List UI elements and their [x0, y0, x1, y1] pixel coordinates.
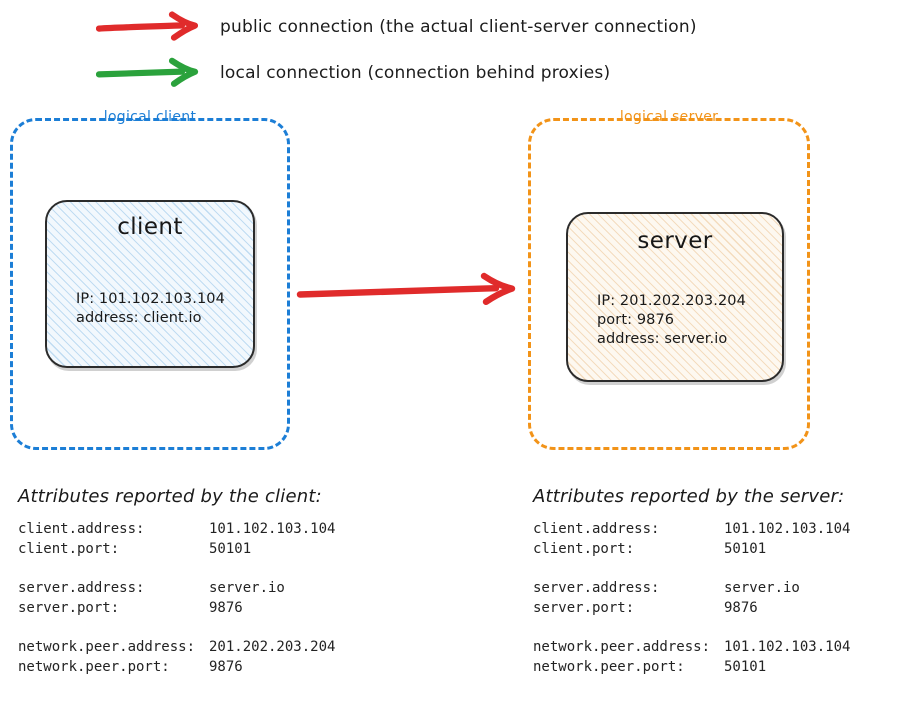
attribute-value: 201.202.203.204 [209, 639, 336, 655]
attribute-key: server.port: [18, 600, 120, 616]
logical-client-container: logical client [10, 109, 290, 450]
attribute-value: server.io [724, 580, 800, 596]
client-node-properties: IP: 101.102.103.104 address: client.io [76, 290, 225, 328]
attribute-value: 9876 [209, 659, 243, 675]
server-node-properties: IP: 201.202.203.204 port: 9876 address: … [597, 292, 746, 349]
attribute-key: client.address: [533, 521, 660, 537]
server-node[interactable]: server IP: 201.202.203.204 port: 9876 ad… [566, 212, 784, 382]
attribute-row: server.address: server.io [533, 578, 900, 598]
attribute-group: client.address: 101.102.103.104 client.p… [18, 519, 438, 559]
attribute-value: 101.102.103.104 [724, 639, 851, 655]
client-node-property: address: client.io [76, 310, 202, 326]
client-node-property: IP: 101.102.103.104 [76, 291, 225, 307]
attribute-group: server.address: server.io server.port: 9… [18, 578, 438, 618]
attribute-key: network.peer.address: [18, 639, 196, 655]
logical-server-label: logical server [619, 109, 719, 125]
server-attributes-panel: Attributes reported by the server: clien… [533, 486, 900, 677]
attribute-value: 50101 [724, 659, 767, 675]
client-attributes-panel: Attributes reported by the client: clien… [18, 486, 438, 677]
attribute-key: server.address: [533, 580, 660, 596]
arrow-right-icon [296, 268, 524, 314]
attribute-group: client.address: 101.102.103.104 client.p… [533, 519, 900, 559]
attribute-value: 50101 [209, 541, 252, 557]
arrow-right-icon [95, 10, 204, 44]
attribute-value: 9876 [724, 600, 758, 616]
attribute-key: network.peer.port: [533, 659, 685, 675]
attribute-row: server.port: 9876 [18, 598, 438, 618]
attribute-group: network.peer.address: 201.202.203.204 ne… [18, 637, 438, 677]
legend-item-public-connection: public connection (the actual client-ser… [0, 7, 900, 47]
client-node[interactable]: client IP: 101.102.103.104 address: clie… [45, 200, 255, 368]
attribute-group: network.peer.address: 101.102.103.104 ne… [533, 637, 900, 677]
legend-item-local-connection: local connection (connection behind prox… [0, 53, 900, 93]
attribute-row: network.peer.address: 201.202.203.204 [18, 637, 438, 657]
logical-client-label: logical client [103, 109, 197, 125]
logical-server-container: logical server [528, 109, 810, 450]
attribute-row: client.port: 50101 [533, 539, 900, 559]
attribute-key: server.address: [18, 580, 145, 596]
legend-label-public-connection: public connection (the actual client-ser… [220, 17, 697, 37]
attribute-value: 9876 [209, 600, 243, 616]
attribute-key: client.port: [533, 541, 635, 557]
server-node-property: port: 9876 [597, 312, 675, 328]
attribute-key: network.peer.port: [18, 659, 170, 675]
client-node-title: client [117, 214, 183, 240]
client-attributes-table: client.address: 101.102.103.104 client.p… [18, 519, 438, 677]
attribute-value: server.io [209, 580, 285, 596]
attribute-key: network.peer.address: [533, 639, 711, 655]
attribute-key: server.port: [533, 600, 635, 616]
server-node-property: IP: 201.202.203.204 [597, 293, 746, 309]
client-attributes-heading: Attributes reported by the client: [18, 486, 322, 507]
attribute-row: server.address: server.io [18, 578, 438, 598]
legend: public connection (the actual client-ser… [0, 0, 900, 108]
server-node-property: address: server.io [597, 331, 728, 347]
attribute-row: network.peer.port: 9876 [18, 657, 438, 677]
arrow-right-icon [95, 56, 204, 90]
attribute-row: network.peer.address: 101.102.103.104 [533, 637, 900, 657]
attribute-value: 101.102.103.104 [724, 521, 851, 537]
server-node-title: server [637, 228, 713, 254]
attribute-value: 101.102.103.104 [209, 521, 336, 537]
attribute-row: client.address: 101.102.103.104 [533, 519, 900, 539]
attribute-group: server.address: server.io server.port: 9… [533, 578, 900, 618]
attribute-value: 50101 [724, 541, 767, 557]
attribute-row: network.peer.port: 50101 [533, 657, 900, 677]
legend-label-local-connection: local connection (connection behind prox… [220, 63, 611, 83]
attribute-row: server.port: 9876 [533, 598, 900, 618]
server-attributes-table: client.address: 101.102.103.104 client.p… [533, 519, 900, 677]
attribute-row: client.address: 101.102.103.104 [18, 519, 438, 539]
server-attributes-heading: Attributes reported by the server: [533, 486, 845, 507]
attribute-key: client.address: [18, 521, 145, 537]
attribute-key: client.port: [18, 541, 120, 557]
attribute-row: client.port: 50101 [18, 539, 438, 559]
